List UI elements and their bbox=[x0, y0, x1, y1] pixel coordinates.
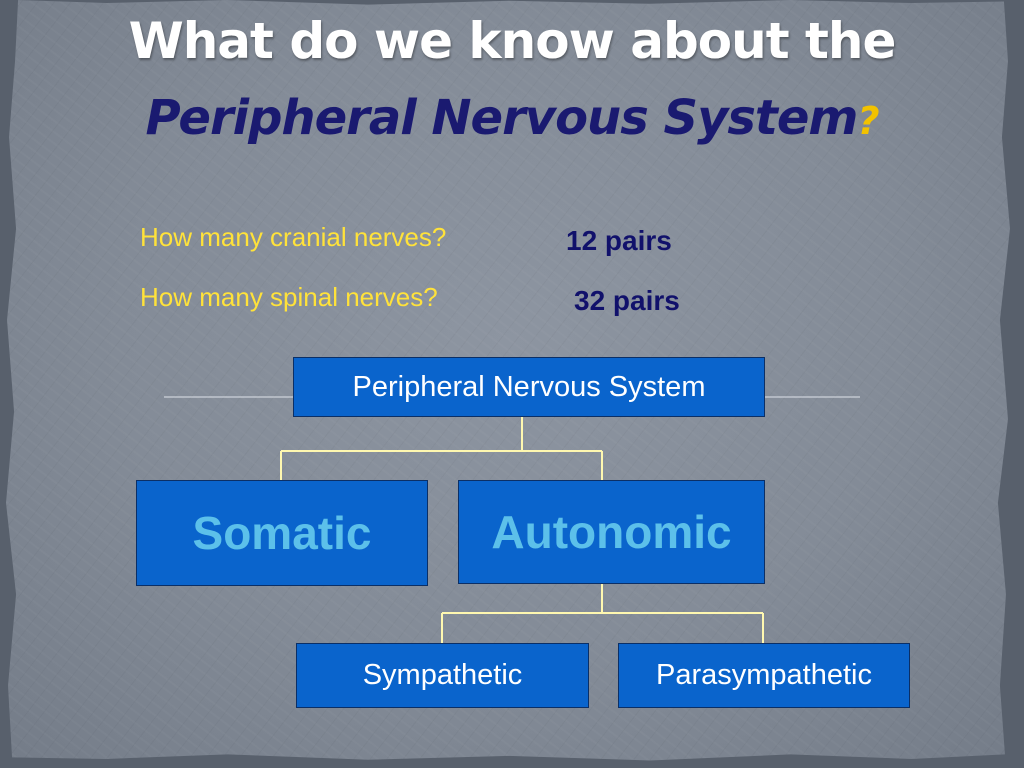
node-parasympathetic: Parasympathetic bbox=[618, 643, 910, 708]
node-label: Autonomic bbox=[491, 506, 732, 558]
title-line-2-text: Peripheral Nervous System bbox=[145, 90, 859, 146]
node-sympathetic: Sympathetic bbox=[296, 643, 589, 708]
node-label: Peripheral Nervous System bbox=[352, 370, 706, 403]
answer-spinal-nerves: 32 pairs bbox=[574, 285, 680, 316]
title-question-mark: ? bbox=[857, 99, 879, 143]
node-label: Sympathetic bbox=[362, 659, 523, 691]
node-label: Parasympathetic bbox=[656, 659, 872, 691]
title-line-1: What do we know about the bbox=[128, 12, 897, 70]
node-label: Somatic bbox=[192, 507, 372, 559]
title-line-2: Peripheral Nervous System? bbox=[0, 90, 1024, 146]
question-cranial-nerves: How many cranial nerves? bbox=[140, 222, 447, 252]
node-peripheral-nervous-system: Peripheral Nervous System bbox=[293, 357, 765, 417]
question-spinal-nerves: How many spinal nerves? bbox=[140, 282, 438, 312]
node-somatic: Somatic bbox=[136, 480, 428, 586]
answer-cranial-nerves: 12 pairs bbox=[566, 225, 672, 256]
node-autonomic: Autonomic bbox=[458, 480, 765, 584]
